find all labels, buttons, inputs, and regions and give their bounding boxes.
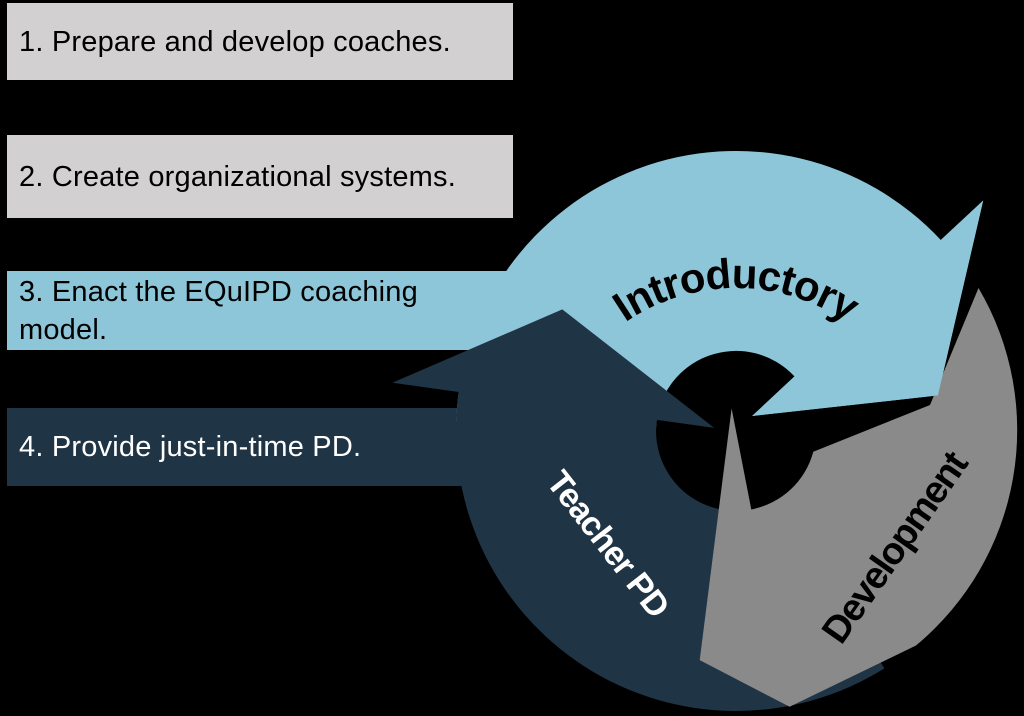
development-arrow	[699, 288, 1018, 707]
step-3-label: 3. Enact the EQuIPD coaching model.	[19, 275, 418, 346]
teacher-pd-label: Teacher PD	[539, 464, 677, 625]
teacher-pd-arrow	[392, 309, 885, 711]
introductory-arrow	[456, 150, 984, 429]
step-1-label: 1. Prepare and develop coaches.	[19, 25, 451, 58]
introductory-label: Introductory	[604, 250, 868, 331]
development-label: Development	[814, 444, 977, 652]
step-1-box: 1. Prepare and develop coaches.	[7, 3, 513, 80]
step-3-box: 3. Enact the EQuIPD coaching model.	[7, 271, 513, 350]
step-2-label: 2. Create organizational systems.	[19, 160, 456, 193]
introductory-arrowhead	[752, 200, 984, 416]
step-4-label: 4. Provide just-in-time PD.	[19, 431, 362, 463]
step-4-box: 4. Provide just-in-time PD.	[7, 408, 513, 486]
step-2-box: 2. Create organizational systems.	[7, 135, 513, 218]
